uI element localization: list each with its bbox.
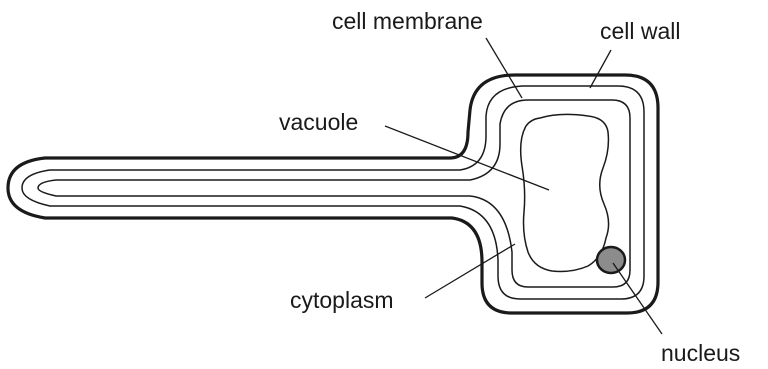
label-cytoplasm: cytoplasm <box>290 289 394 312</box>
vacuole-outline <box>521 114 609 271</box>
label-nucleus: nucleus <box>661 342 740 365</box>
leader-line-cell-wall <box>590 50 611 88</box>
label-cell-membrane: cell membrane <box>332 10 483 33</box>
label-vacuole: vacuole <box>279 111 358 134</box>
label-cell-wall: cell wall <box>600 20 681 43</box>
nucleus-shape <box>597 247 625 273</box>
